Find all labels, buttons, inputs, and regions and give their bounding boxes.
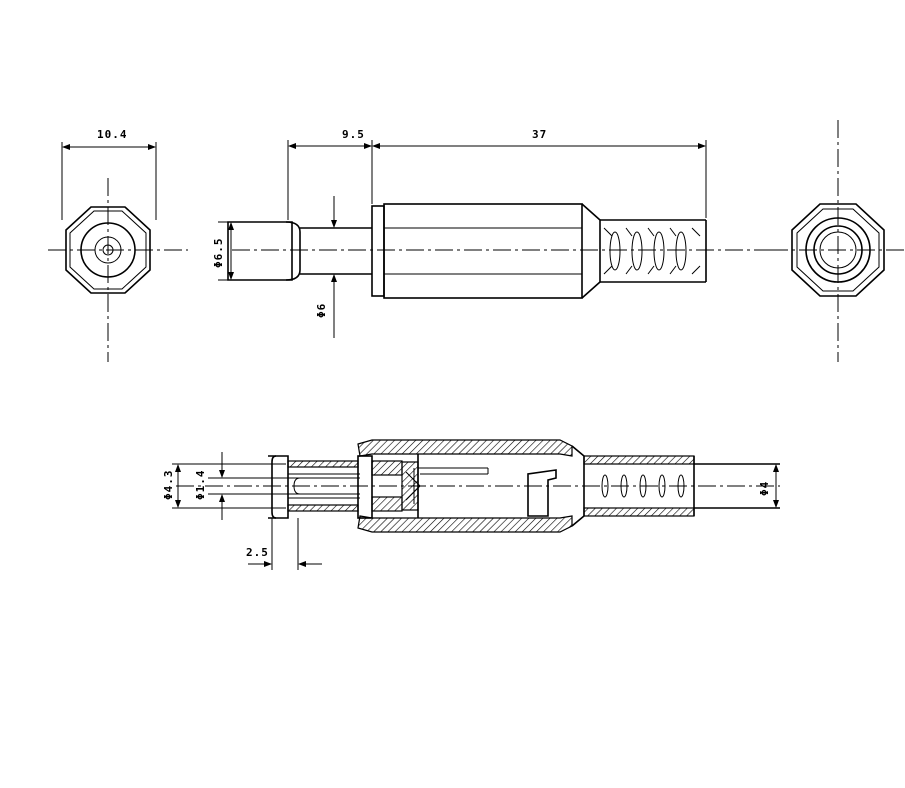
dim-hex-width: 10.4 [97, 128, 128, 141]
section-slots [601, 474, 685, 498]
front-view-right [770, 120, 905, 362]
dim-section-outer-dia: Φ4.3 [162, 470, 175, 501]
dim-section-inner-dia: Φ1.4 [194, 470, 207, 501]
dim-body-length: 37 [532, 128, 547, 141]
dim-body-dia: Φ6 [315, 303, 328, 318]
dim-plug-length: 9.5 [342, 128, 365, 141]
cross-section-view [172, 439, 780, 570]
front-view-left [48, 142, 188, 362]
dim-plug-outer-dia: Φ6.5 [212, 238, 225, 269]
side-view [218, 140, 770, 338]
strain-relief-slots [603, 227, 701, 275]
dim-tip-length: 2.5 [246, 546, 269, 559]
dim-cable-dia: Φ4 [758, 481, 771, 496]
